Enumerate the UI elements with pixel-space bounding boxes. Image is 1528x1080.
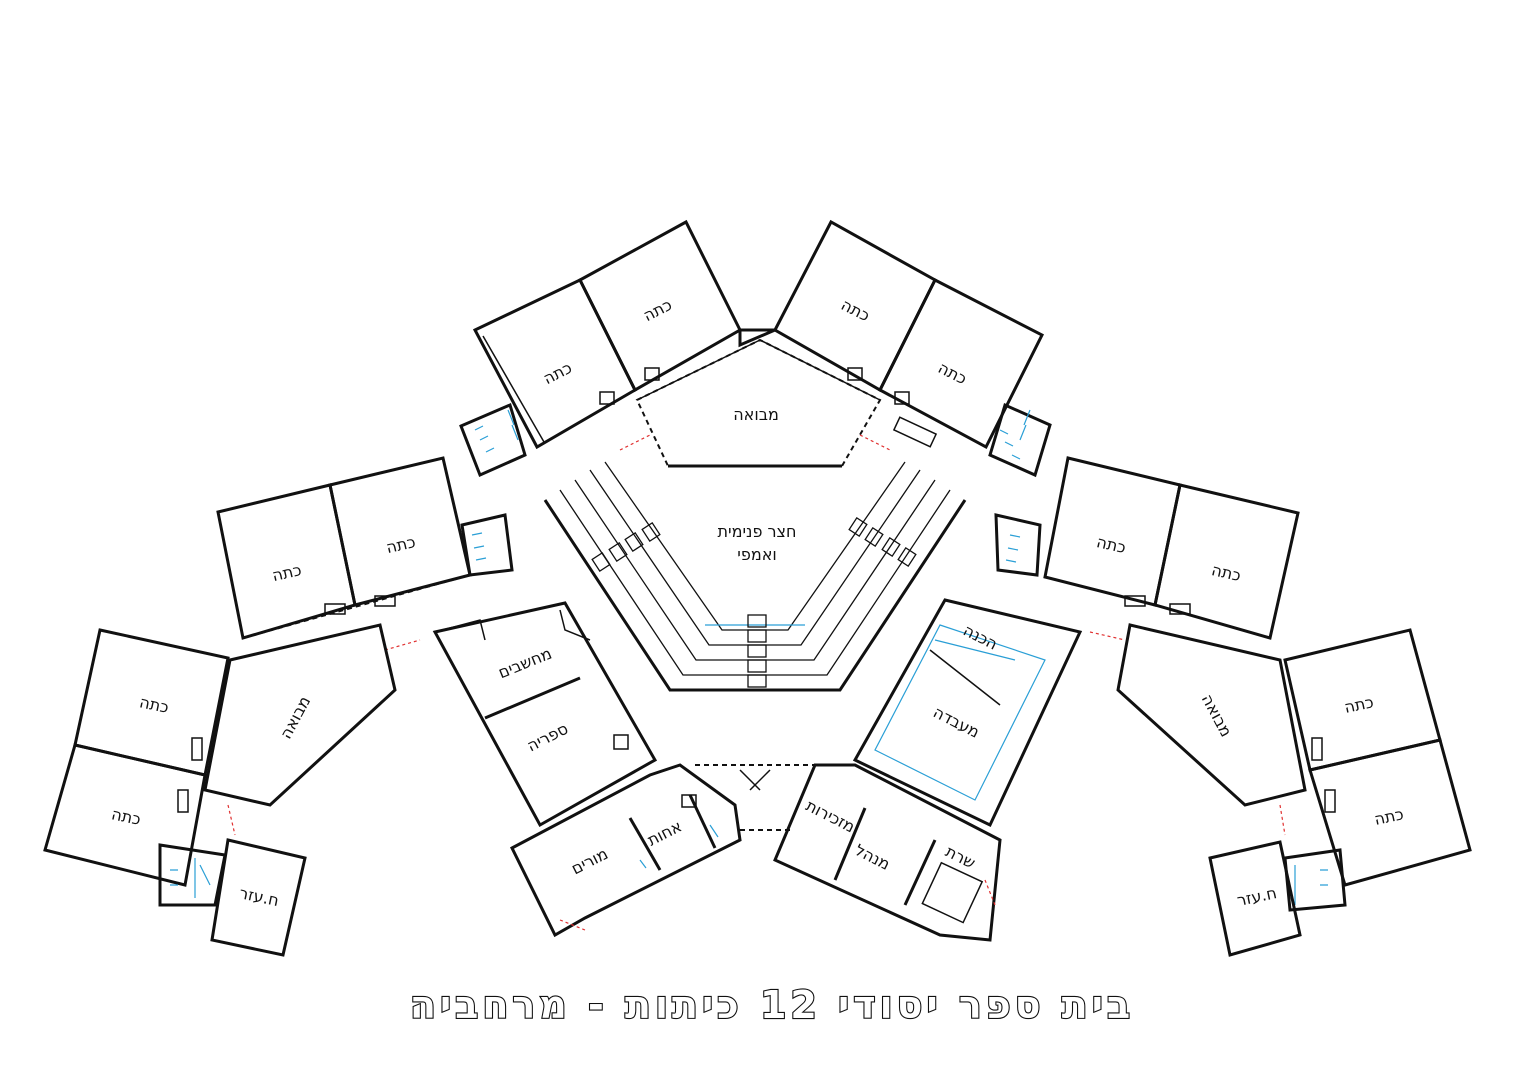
label-entrance-right: מבואה — [1198, 691, 1236, 740]
top-left-wing — [459, 219, 742, 478]
far-right-wing — [1208, 628, 1472, 957]
label-class-far-right-2: כתה — [1372, 804, 1405, 829]
room-labels: כתה כתה כתה כתה מבואה חצר פנימית ואמפי כ… — [110, 295, 1405, 910]
label-class-right-middle-2: כתה — [1210, 560, 1243, 585]
label-class-left-middle-1: כתה — [270, 560, 303, 585]
label-nurse: אחות — [644, 816, 685, 849]
label-teachers: מורים — [568, 844, 611, 878]
top-entrance — [619, 328, 891, 468]
label-class-far-left-2: כתה — [110, 804, 143, 829]
label-lab: מעבדה — [930, 702, 983, 741]
label-preparation: הכנה — [960, 621, 1001, 654]
plan-title: בית ספר יסודי 12 כיתות - מרחביה — [410, 983, 1134, 1027]
label-aux-left: ח.עזר — [238, 883, 281, 910]
label-class-right-middle-1: כתה — [1095, 532, 1128, 557]
label-class-top-right-2: כתה — [935, 358, 970, 388]
label-entrance-top: מבואה — [733, 405, 779, 424]
label-principal: מנהל — [852, 840, 893, 874]
label-secretary: מזכירות — [803, 796, 858, 837]
label-class-far-left-1: כתה — [138, 692, 171, 717]
label-class-top-left-1: כתה — [540, 358, 575, 388]
label-entrance-left: מבואה — [276, 693, 314, 742]
courtyard-amphitheater — [543, 461, 967, 692]
label-library: ספריה — [524, 719, 571, 756]
label-class-top-left-2: כתה — [640, 295, 675, 325]
right-seats — [848, 516, 917, 568]
label-service: שרת — [942, 842, 978, 873]
left-middle-wing — [216, 456, 514, 651]
right-middle-wing — [994, 456, 1300, 641]
center-corridor — [695, 764, 815, 831]
label-aux-right: ח.עזר — [1235, 883, 1278, 910]
left-entrance — [203, 623, 397, 807]
far-left-wing — [43, 628, 307, 957]
label-courtyard-line2: ואמפי — [737, 545, 777, 564]
left-center-block — [432, 601, 742, 938]
label-class-left-middle-2: כתה — [384, 532, 417, 557]
label-courtyard-line1: חצר פנימית — [718, 522, 797, 541]
top-right-wing — [773, 219, 1052, 478]
label-computers: מחשבים — [495, 644, 554, 683]
label-class-top-right-1: כתה — [838, 295, 873, 325]
left-seats — [591, 521, 661, 573]
right-center-block — [773, 598, 1083, 942]
label-class-far-right-1: כתה — [1342, 692, 1375, 717]
right-entrance — [1116, 623, 1307, 807]
